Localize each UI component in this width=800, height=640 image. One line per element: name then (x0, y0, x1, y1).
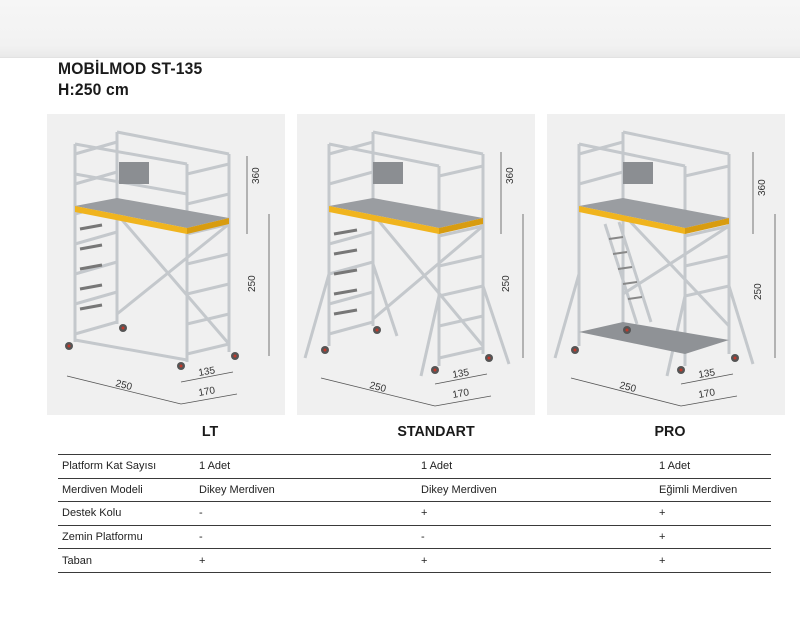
row-feature: Destek Kolu (62, 507, 122, 520)
row-value-standart: + (421, 554, 428, 567)
dim-platform-height: 250 (753, 283, 764, 300)
spec-table: Platform Kat Sayısı 1 Adet 1 Adet 1 Adet… (58, 454, 771, 573)
scaffold-image-pro: 360 250 250 135 170 (547, 114, 785, 415)
top-banner-bar (0, 0, 800, 58)
row-value-lt: 1 Adet (199, 460, 231, 473)
row-value-pro: 1 Adet (659, 460, 691, 473)
product-name: MOBİLMOD ST-135 (58, 59, 203, 78)
product-height: H:250 cm (58, 80, 130, 99)
row-value-pro: + (659, 531, 666, 544)
model-label-lt: LT (201, 423, 219, 440)
dim-platform-height: 250 (501, 275, 512, 292)
dim-inner-width: 135 (698, 367, 717, 381)
row-value-lt: Dikey Merdiven (199, 483, 275, 496)
dim-platform-height: 250 (247, 275, 258, 292)
row-value-pro: + (659, 507, 666, 520)
row-value-standart: - (421, 531, 425, 544)
dim-width: 170 (198, 385, 217, 399)
page-title: MOBİLMOD ST-135 H:250 cm (58, 58, 215, 100)
scaffold-drawing-pro: 360 250 250 135 170 (553, 130, 776, 407)
dim-total-height: 360 (251, 167, 262, 184)
dim-width: 170 (698, 387, 717, 401)
row-value-pro: Eğimli Merdiven (659, 483, 738, 496)
row-value-pro: + (659, 554, 666, 567)
scaffold-drawing-standart: 360 250 250 135 170 (303, 130, 524, 407)
dim-width: 170 (452, 387, 471, 401)
row-value-lt: + (199, 554, 206, 567)
scaffold-drawing-lt: 360 250 250 135 170 (65, 130, 270, 405)
table-row: Merdiven Modeli Dikey Merdiven Dikey Mer… (58, 478, 771, 502)
row-value-lt: - (199, 507, 203, 520)
dim-length: 250 (368, 380, 387, 395)
table-row: Platform Kat Sayısı 1 Adet 1 Adet 1 Adet (58, 454, 771, 479)
dim-inner-width: 135 (198, 365, 217, 379)
row-value-standart: Dikey Merdiven (421, 483, 497, 496)
model-label-pro: PRO (654, 423, 686, 440)
scaffold-image-lt: 360 250 250 135 170 (47, 114, 285, 415)
dim-inner-width: 135 (452, 367, 471, 381)
dim-total-height: 360 (757, 179, 768, 196)
table-row: Zemin Platformu - - + (58, 525, 771, 549)
table-row: Taban + + + (58, 549, 771, 573)
row-feature: Platform Kat Sayısı (62, 460, 157, 473)
row-value-standart: + (421, 507, 428, 520)
table-row: Destek Kolu - + + (58, 502, 771, 526)
model-label-standart: STANDART (397, 423, 475, 440)
row-value-lt: - (199, 531, 203, 544)
row-value-standart: 1 Adet (421, 460, 453, 473)
dim-length: 250 (618, 380, 637, 395)
dim-length: 250 (114, 378, 133, 393)
row-feature: Taban (62, 554, 92, 567)
row-feature: Zemin Platformu (62, 531, 143, 544)
row-feature: Merdiven Modeli (62, 483, 143, 496)
dim-total-height: 360 (505, 167, 516, 184)
scaffold-image-standart: 360 250 250 135 170 (297, 114, 535, 415)
